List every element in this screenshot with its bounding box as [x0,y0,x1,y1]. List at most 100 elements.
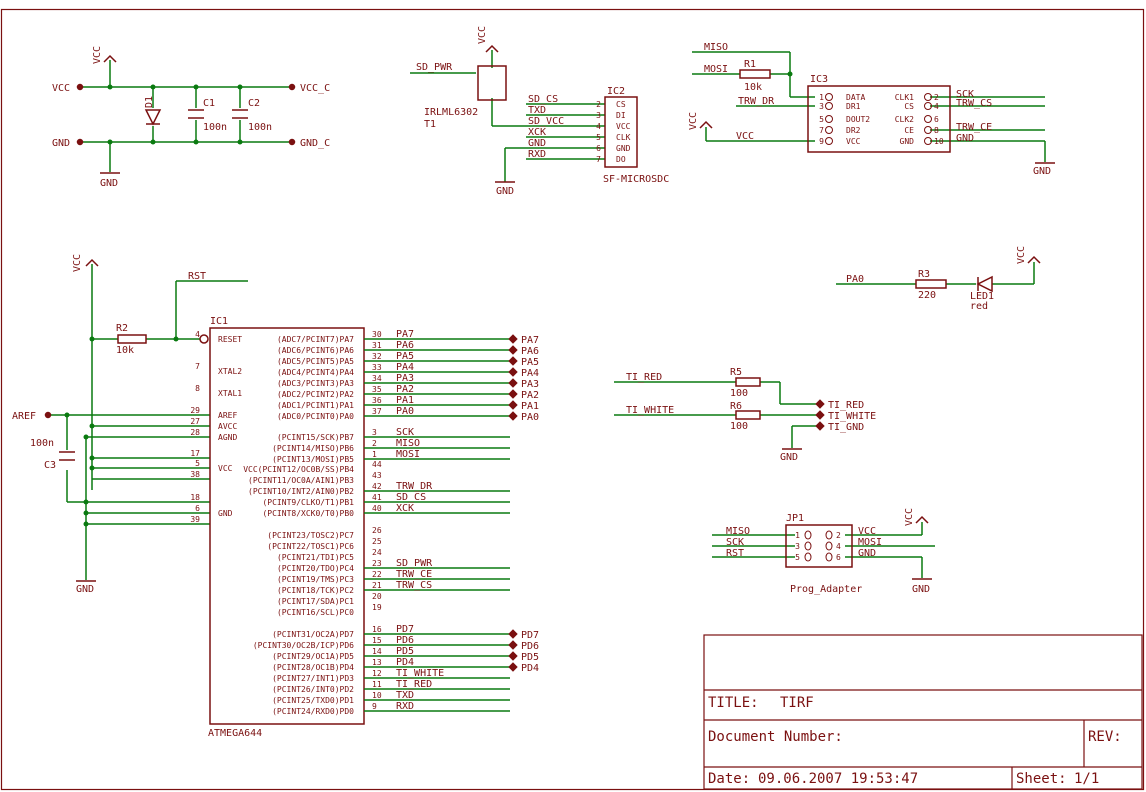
jp1-net-label: RST [726,548,744,559]
ic2-pin-number: 3 [596,111,601,120]
ic2-body [604,96,638,168]
ic2-pin-name: DI [616,111,626,120]
label-c1: C1 [203,98,215,109]
title-value: TIRF [780,695,814,711]
ic1-pin-number: 18 [190,493,200,502]
ic1-pin-name: (PCINT15/SCK)PB7 [277,433,354,442]
jp1-pin-icon [804,530,812,540]
ic1-port-label: PD4 [521,663,539,674]
led-icon [976,275,993,293]
jp1-pin-number: 6 [836,553,841,562]
port-icon [508,345,518,355]
ic3-pin-socket-icon [825,115,833,123]
ic3-pin-number: 4 [934,102,939,111]
port-icon [508,629,518,639]
ic2-pin-number: 7 [596,155,601,164]
ic1-pin-number: 36 [372,396,382,405]
ic1-port-label: PD5 [521,652,539,663]
net-trw-ce: TRW_CE [956,122,992,133]
ic1-pin-name: AGND [218,433,237,442]
ic2-net-label: SD_CS [528,94,558,105]
ic1-pin-name: (PCINT26/INT0)PD2 [272,685,354,694]
resistor-r3-icon [915,279,947,289]
ic2-wires [410,50,605,182]
ic1-pin-name: (PCINT9/CLKO/T1)PB1 [262,498,354,507]
r5-value: 100 [730,388,748,399]
ic1-pin-name: (PCINT14/MISO)PB6 [272,444,354,453]
ic1-net-label: PA3 [396,373,414,384]
r2-name: R2 [116,323,128,334]
port-icon [508,651,518,661]
ic1-pin-number: 41 [372,493,382,502]
ic1-pin-name: (ADC1/PCINT1)PA1 [277,401,354,410]
ic2-pin-number: 6 [596,144,601,153]
title-block [703,634,1143,790]
ic1-net-label: PA7 [396,329,414,340]
ic2-pin-name: CS [616,100,626,109]
ic2-net-label: RXD [528,149,546,160]
ic1-pin-name: (PCINT21/TDI)PC5 [277,553,354,562]
ic1-port-label: PD6 [521,641,539,652]
ic1-pin-name: (ADC4/PCINT4)PA4 [277,368,354,377]
net-trw-cs: TRW_CS [956,98,992,109]
date-label: Date: [708,771,750,787]
jp1-net-label: MOSI [858,537,882,548]
ic1-net-label: TI_WHITE [396,668,444,679]
ic3-pin-name: GND [900,137,915,146]
sd-pwr-label: SD_PWR [416,62,453,73]
port-icon [508,367,518,377]
ic1-gnd-label: GND [76,584,94,595]
ic1-pin-name: (PCINT25/TXD0)PD1 [272,696,354,705]
port-icon [508,400,518,410]
ic3-pin-number: 2 [934,93,939,102]
ic3-pin-socket-icon [825,102,833,110]
ic1-pin-number: 3 [372,428,377,437]
ic3-pin-number: 1 [819,93,824,102]
ic3-pin-name: DATA [846,93,865,102]
ic1-pin-number: 33 [372,363,382,372]
jp1-net-label: MISO [726,526,750,537]
ic1-pin-name: VCC(PCINT12/OC0B/SS)PB4 [243,465,354,474]
ic3-pin-number: 5 [819,115,824,124]
ic1-pin-number: 11 [372,680,382,689]
ic1-port-label: PA3 [521,379,539,390]
ic2-value: SF-MICROSDC [603,174,669,185]
label-gnd-c: GND_C [300,138,330,149]
jp1-net-label: GND [858,548,876,559]
ic1-pin-number: 26 [372,526,382,535]
ic3-pin-name: VCC [846,137,861,146]
ic1-pin-name: RESET [218,335,242,344]
r6-name: R6 [730,401,742,412]
ic1-net-label: PA1 [396,395,414,406]
ic1-net-label: TXD [396,690,414,701]
c3-name: C3 [44,460,56,471]
ic2-pin-name: VCC [616,122,631,131]
ic3-pin-number: 8 [934,126,939,135]
ic1-pin-name: (PCINT18/TCK)PC2 [277,586,354,595]
ic2-pin-name: DO [616,155,626,164]
jp1-pin-icon [825,530,833,540]
ic1-pin-number: 30 [372,330,382,339]
ic1-pin-number: 5 [195,459,200,468]
ic1-vcc-label: VCC [72,254,83,272]
ic1-net-label: SCK [396,427,414,438]
port-icon [508,378,518,388]
ic1-net-label: PA2 [396,384,414,395]
ic1-pin-name: (PCINT17/SDA)PC1 [277,597,354,606]
ic1-pin-name: AVCC [218,422,237,431]
r5-name: R5 [730,367,742,378]
ic1-pin-name: (PCINT19/TMS)PC3 [277,575,354,584]
jp1-net-label: SCK [726,537,744,548]
net-sck: SCK [956,89,974,100]
ic3-pin-number: 9 [819,137,824,146]
r2-value: 10k [116,345,134,356]
ic1-pin-number: 1 [372,450,377,459]
ic1-net-label: XCK [396,503,414,514]
port-icon [508,356,518,366]
rst-net: RST [188,271,206,282]
ti-gnd-label: GND [780,452,798,463]
label-c1-value: 100n [203,122,227,133]
ic1-pin-name: VCC [218,464,233,473]
capacitor-c1-icon [188,109,204,119]
jp1-gnd-label: GND [912,584,930,595]
